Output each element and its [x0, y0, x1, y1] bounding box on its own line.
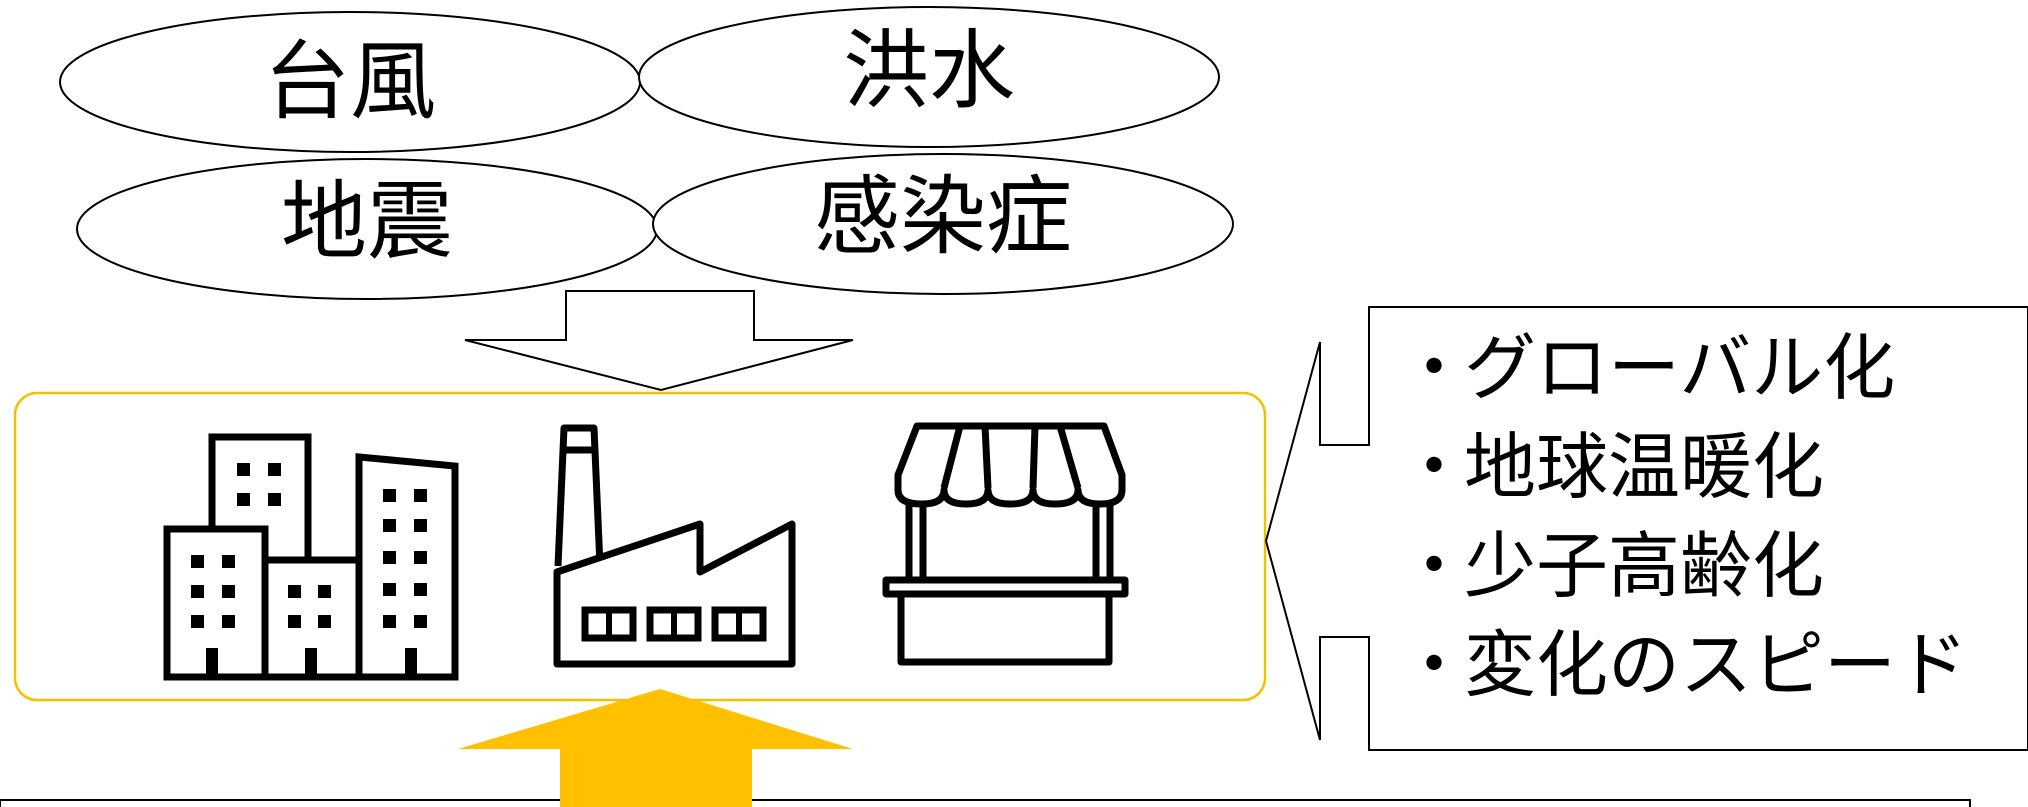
trend-item-3: 少子高齢化 [1464, 524, 1824, 608]
trend-item-2: 地球温暖化 [1464, 425, 1824, 509]
trends-list: ・ グローバル化 ・ 地球温暖化 ・ 少子高齢化 ・ 変化のスピード [1398, 326, 1968, 707]
hazard-group [59, 6, 1234, 300]
hazard-label-flood: 洪水 [843, 21, 1015, 121]
trend-item-1: グローバル化 [1464, 326, 1895, 410]
office-buildings-icon [163, 433, 459, 681]
hazard-ellipse-flood [638, 6, 1220, 148]
trend-bullet-2: ・ [1398, 425, 1470, 509]
hazard-label-typhoon: 台風 [264, 32, 436, 132]
hazard-ellipse-infection [652, 153, 1234, 295]
trends-callout-box [1264, 306, 2028, 751]
trend-bullet-3: ・ [1398, 524, 1470, 608]
support-up-arrow [458, 689, 853, 807]
bottom-box [0, 799, 1971, 807]
impact-down-arrow [464, 290, 854, 392]
factory-icon [553, 424, 796, 668]
trend-bullet-1: ・ [1398, 326, 1470, 410]
trend-item-4: 変化のスピード [1464, 623, 1968, 707]
hazard-label-infection: 感染症 [814, 167, 1072, 267]
shop-icon [882, 422, 1129, 666]
hazard-label-earthquake: 地震 [281, 172, 453, 272]
trend-bullet-4: ・ [1398, 623, 1470, 707]
